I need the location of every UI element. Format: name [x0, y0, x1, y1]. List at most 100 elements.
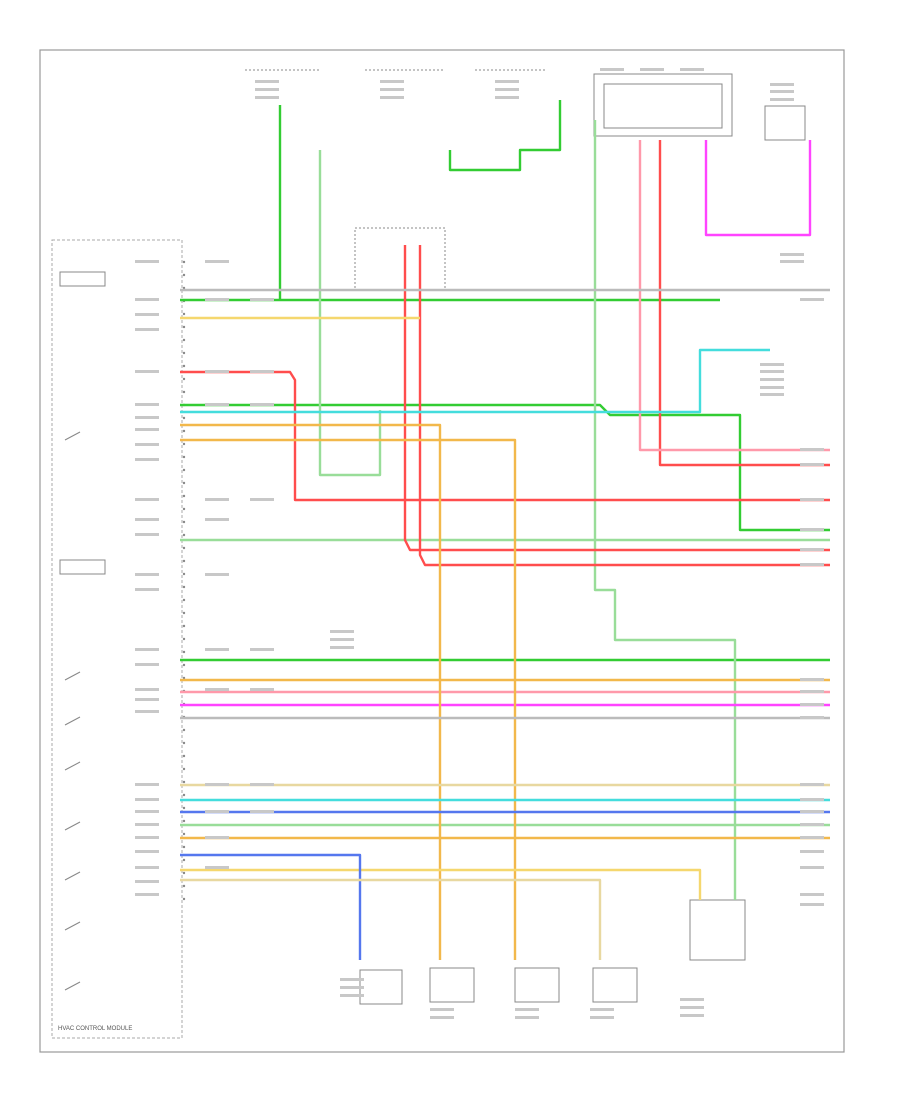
- diagram-frame: [39, 49, 845, 1053]
- illegible-label: [135, 403, 159, 406]
- illegible-label: [800, 548, 824, 551]
- module-pin: [182, 468, 186, 472]
- illegible-label: [205, 260, 229, 263]
- module-pin: [182, 767, 186, 771]
- illegible-label: [340, 994, 364, 997]
- module-pin: [182, 741, 186, 745]
- illegible-label: [250, 783, 274, 786]
- module-pin: [182, 793, 186, 797]
- illegible-label: [135, 698, 159, 701]
- illegible-label: [135, 260, 159, 263]
- illegible-label: [250, 688, 274, 691]
- illegible-label: [135, 648, 159, 651]
- illegible-label: [330, 646, 354, 649]
- illegible-label: [135, 798, 159, 801]
- illegible-label: [760, 393, 784, 396]
- illegible-label: [135, 498, 159, 501]
- illegible-label: [135, 533, 159, 536]
- illegible-label: [135, 893, 159, 896]
- illegible-label: [135, 573, 159, 576]
- illegible-label: [680, 1014, 704, 1017]
- illegible-label: [760, 370, 784, 373]
- actuator-box-3: [592, 967, 638, 1003]
- wire-green-2: [180, 403, 830, 532]
- module-pin: [182, 806, 186, 810]
- hvac-control-module-box: [51, 239, 183, 1039]
- illegible-label: [495, 80, 519, 83]
- illegible-label: [205, 498, 229, 501]
- illegible-label: [680, 998, 704, 1001]
- illegible-label: [135, 428, 159, 431]
- module-pin-column: [182, 260, 186, 901]
- hvac-control-module-label: HVAC CONTROL MODULE: [58, 1026, 132, 1032]
- illegible-label: [800, 810, 824, 813]
- illegible-label: [205, 298, 229, 301]
- module-pin: [182, 858, 186, 862]
- illegible-label: [800, 716, 824, 719]
- illegible-label: [330, 638, 354, 641]
- illegible-label: [135, 823, 159, 826]
- top-components: [245, 69, 806, 291]
- illegible-label: [495, 96, 519, 99]
- illegible-label: [770, 90, 794, 93]
- module-pin: [182, 325, 186, 329]
- module-pin: [182, 442, 186, 446]
- module-pin: [182, 572, 186, 576]
- illegible-label: [640, 68, 664, 71]
- illegible-label: [135, 518, 159, 521]
- illegible-label: [135, 850, 159, 853]
- module-pin: [182, 845, 186, 849]
- illegible-label: [800, 690, 824, 693]
- module-pin: [182, 312, 186, 316]
- illegible-label: [255, 88, 279, 91]
- illegible-label: [135, 443, 159, 446]
- module-pin: [182, 650, 186, 654]
- illegible-label: [680, 1006, 704, 1009]
- module-pin: [182, 429, 186, 433]
- illegible-label: [760, 386, 784, 389]
- illegible-label: [800, 836, 824, 839]
- illegible-label: [515, 1016, 539, 1019]
- illegible-label: [205, 573, 229, 576]
- wire-orange-2: [180, 438, 830, 960]
- illegible-label: [800, 903, 824, 906]
- splice-pack: [354, 227, 446, 291]
- module-pin: [182, 364, 186, 368]
- sensor-box-1: [359, 969, 403, 1005]
- illegible-label: [680, 68, 704, 71]
- module-pin: [182, 585, 186, 589]
- illegible-label: [205, 518, 229, 521]
- illegible-label: [255, 96, 279, 99]
- connector-bottom-right: [689, 899, 746, 961]
- module-pin: [182, 273, 186, 277]
- illegible-label: [205, 688, 229, 691]
- module-internal-switches: [59, 271, 106, 991]
- wire-green-3: [180, 100, 830, 662]
- module-pin: [182, 637, 186, 641]
- illegible-label: [255, 80, 279, 83]
- module-pin: [182, 351, 186, 355]
- illegible-label: [380, 96, 404, 99]
- module-pin: [182, 819, 186, 823]
- illegible-label: [135, 663, 159, 666]
- illegible-label: [760, 378, 784, 381]
- wire-red-3: [418, 140, 830, 567]
- illegible-label: [205, 866, 229, 869]
- illegible-label: [800, 893, 824, 896]
- illegible-label: [380, 80, 404, 83]
- illegible-label: [250, 403, 274, 406]
- wire-labels: [135, 68, 824, 1019]
- illegible-label: [205, 648, 229, 651]
- illegible-label: [205, 403, 229, 406]
- wire-gray-1: [180, 288, 830, 720]
- illegible-label: [800, 783, 824, 786]
- illegible-label: [800, 463, 824, 466]
- illegible-label: [135, 328, 159, 331]
- illegible-label: [135, 370, 159, 373]
- illegible-label: [205, 810, 229, 813]
- module-pin: [182, 260, 186, 264]
- module-pin: [182, 780, 186, 784]
- module-pin: [182, 390, 186, 394]
- module-pin: [182, 728, 186, 732]
- module-pin: [182, 481, 186, 485]
